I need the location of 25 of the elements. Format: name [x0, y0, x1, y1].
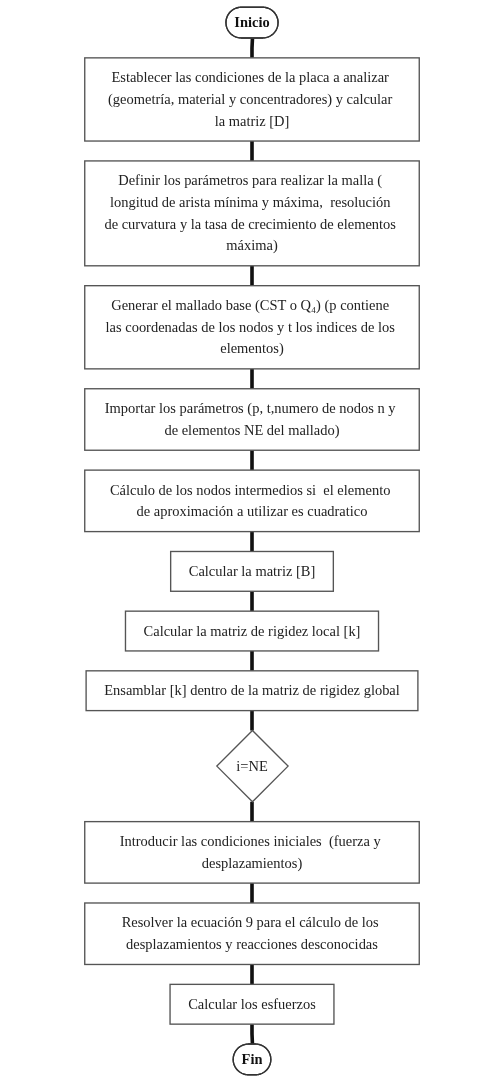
node-box: Resolver la ecuación 9 para el cálculo de los desplazamientos y reacciones desconocidas [83, 902, 420, 966]
node-box: Cálculo de los nodos intermedios si el elemento de aproximación a utilizar es cuadratico [83, 469, 420, 533]
connector [249, 591, 254, 612]
connector [249, 710, 254, 731]
connector [249, 1024, 254, 1045]
connector [249, 141, 254, 161]
connector [249, 883, 254, 903]
connector [249, 265, 254, 286]
connector [249, 368, 254, 389]
node-box: Calcular los esfuerzos [168, 983, 335, 1025]
connector [249, 650, 254, 671]
node-box: Introducir las condiciones iniciales (fuerza y desplazamientos) [83, 820, 420, 884]
connector [249, 38, 254, 58]
node-diamond: i=NE [215, 729, 289, 803]
node-box: Establecer las condiciones de la placa a analizar (geometría, material y concentradores) y calcular la matriz [D] [83, 57, 420, 142]
connector [249, 801, 254, 822]
connector [249, 964, 254, 985]
node-box: Ensamblar [k] dentro de la matriz de rigidez global [84, 670, 419, 712]
node-box: Generar el mallado base (CST o Q₄) (p contiene las coordenadas de los nodos y t los indices de los elementos) [83, 285, 420, 370]
node-box: Calcular la matriz [B] [169, 550, 334, 592]
connector [249, 531, 254, 552]
node-box: Importar los parámetros (p, t,numero de nodos n y de elementos NE del mallado) [83, 388, 420, 451]
node-box: Calcular la matriz de rigidez local [k] [124, 610, 379, 652]
node-box: Definir los parámetros para realizar la malla ( longitud de arista mínima y máxima, resolución de curvatura y la tasa de crecimiento de elementos máxima) [83, 160, 420, 267]
connector [249, 450, 254, 471]
